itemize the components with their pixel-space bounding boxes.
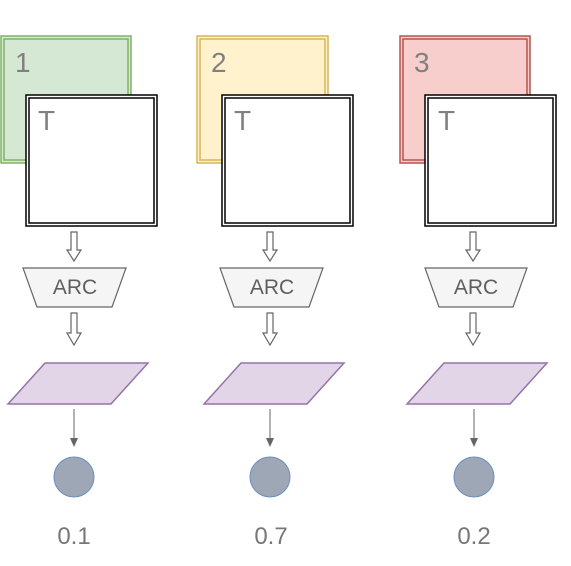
back-square-label-1: 1 <box>15 47 31 78</box>
double-arrow-1a <box>65 231 83 263</box>
double-arrow-3b <box>464 312 482 347</box>
parallelogram-2 <box>202 362 346 405</box>
score-node-1 <box>53 456 95 498</box>
front-square-label-2: T <box>234 105 251 136</box>
score-value-1: 0.1 <box>57 523 90 550</box>
column-2: 2 T ARC 0.7 <box>196 35 354 550</box>
arc-label-2: ARC <box>250 276 294 299</box>
double-arrow-2b <box>261 312 279 347</box>
score-value-2: 0.7 <box>254 523 287 550</box>
front-square-2 <box>221 94 354 227</box>
arc-label-3: ARC <box>454 276 498 299</box>
column-1: 1 T ARC 0.1 <box>0 35 158 550</box>
thin-arrow-1 <box>70 409 78 447</box>
arc-block-2 <box>219 267 324 308</box>
score-value-3: 0.2 <box>457 523 490 550</box>
front-square-3 <box>424 94 557 227</box>
front-square-label-3: T <box>438 105 455 136</box>
double-arrow-2a <box>261 231 279 263</box>
arc-block-3 <box>424 267 528 308</box>
double-arrow-3a <box>464 231 482 263</box>
score-node-2 <box>249 456 291 498</box>
thin-arrow-2 <box>266 409 274 447</box>
parallelogram-1 <box>6 362 150 405</box>
double-arrow-1b <box>65 312 83 347</box>
column-3: 3 T ARC 0.2 <box>399 35 557 550</box>
arc-label-1: ARC <box>53 276 97 299</box>
back-square-label-3: 3 <box>414 47 430 78</box>
arc-block-1 <box>22 267 127 308</box>
front-square-label-1: T <box>38 105 55 136</box>
parallelogram-3 <box>405 362 549 405</box>
score-node-3 <box>453 456 495 498</box>
back-square-label-2: 2 <box>211 47 227 78</box>
front-square-1 <box>25 94 158 227</box>
thin-arrow-3 <box>470 409 478 447</box>
